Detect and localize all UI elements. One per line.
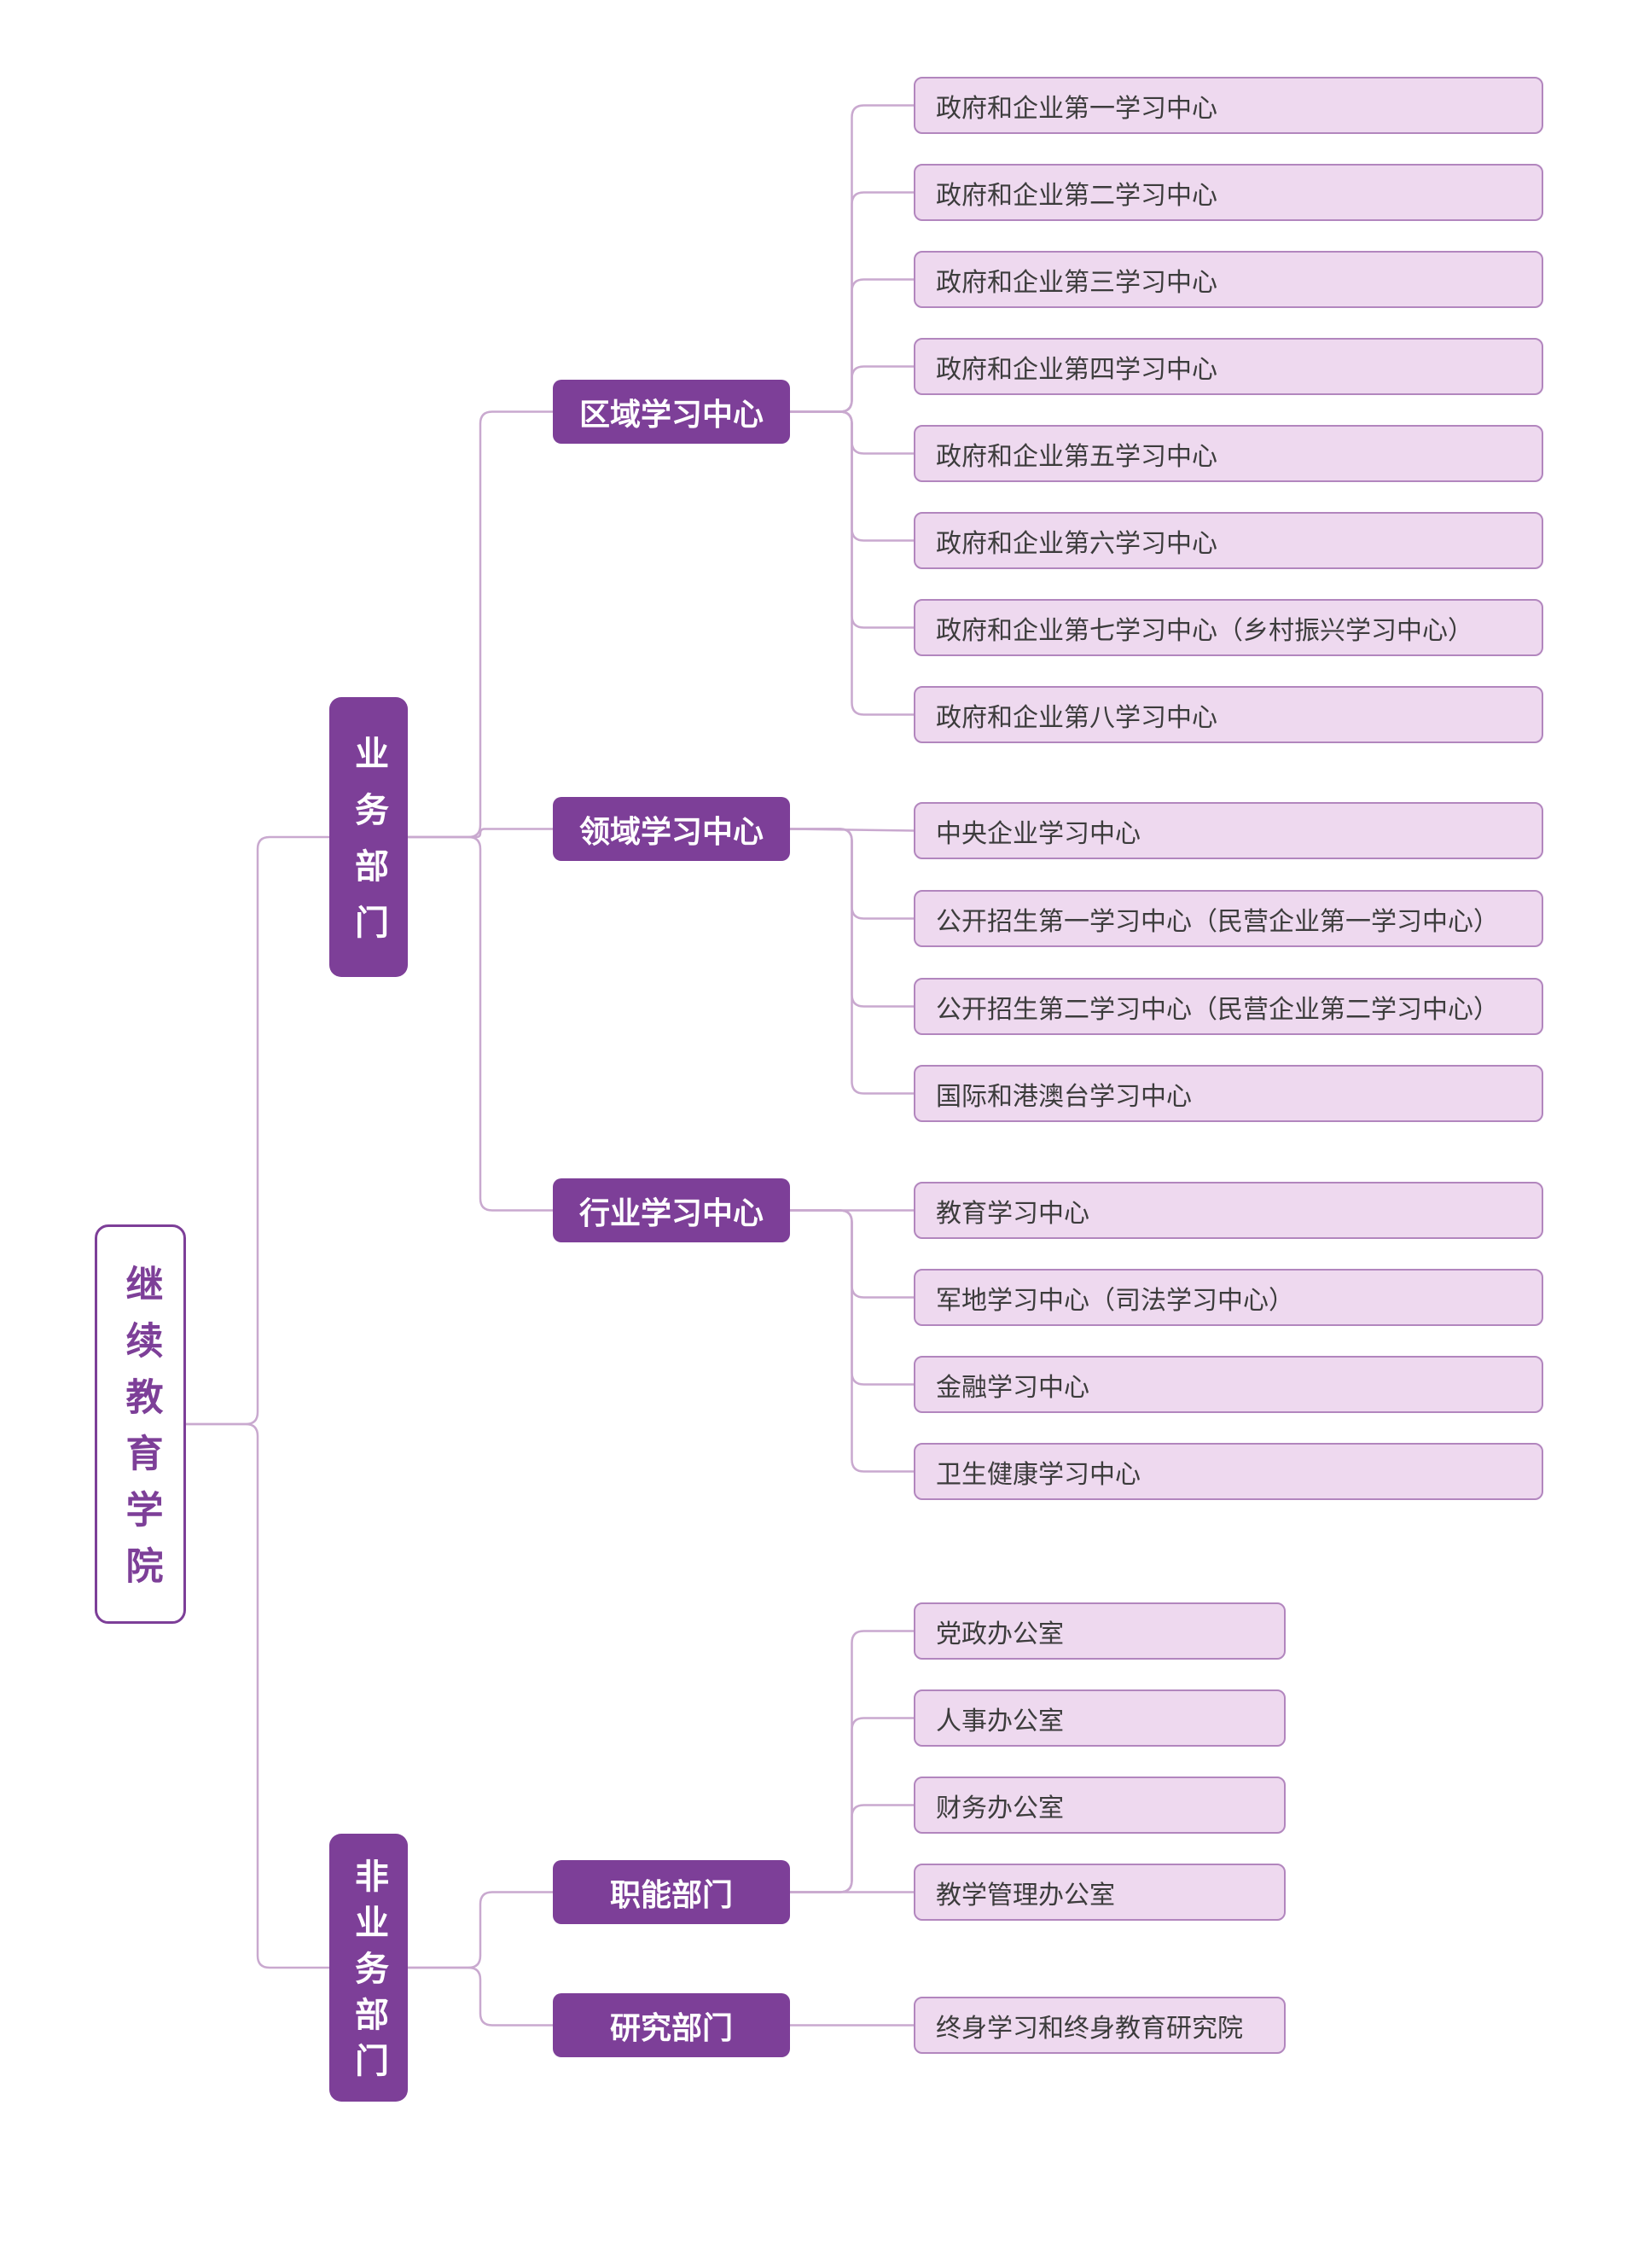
branch-nonbusiness-depts-node: 非业务部门 bbox=[329, 1834, 408, 2102]
org-leaf-node: 金融学习中心 bbox=[914, 1356, 1543, 1413]
org-leaf-node: 终身学习和终身教育研究院 bbox=[914, 1997, 1286, 2054]
org-leaf-node: 教育学习中心 bbox=[914, 1182, 1543, 1239]
org-leaf-node: 政府和企业第八学习中心 bbox=[914, 686, 1543, 743]
regional-learning-center-node: 区域学习中心 bbox=[553, 380, 790, 444]
branch-nonbusiness-depts-label: 非业务部门 bbox=[350, 1858, 387, 2089]
root-node-label: 继续教育学院 bbox=[119, 1265, 162, 1602]
org-leaf-node: 政府和企业第四学习中心 bbox=[914, 338, 1543, 395]
industry-learning-center-node: 行业学习中心 bbox=[553, 1178, 790, 1242]
branch-business-depts-node: 业务部门 bbox=[329, 697, 408, 977]
org-leaf-node: 公开招生第二学习中心（民营企业第二学习中心） bbox=[914, 978, 1543, 1035]
org-leaf-node: 政府和企业第五学习中心 bbox=[914, 425, 1543, 482]
org-leaf-node: 卫生健康学习中心 bbox=[914, 1443, 1543, 1500]
org-leaf-node: 公开招生第一学习中心（民营企业第一学习中心） bbox=[914, 890, 1543, 947]
org-leaf-node: 财务办公室 bbox=[914, 1777, 1286, 1834]
research-depts-node: 研究部门 bbox=[553, 1993, 790, 2057]
org-leaf-node: 党政办公室 bbox=[914, 1602, 1286, 1660]
org-leaf-node: 国际和港澳台学习中心 bbox=[914, 1065, 1543, 1122]
org-leaf-node: 中央企业学习中心 bbox=[914, 802, 1543, 859]
org-leaf-node: 教学管理办公室 bbox=[914, 1864, 1286, 1921]
org-leaf-node: 军地学习中心（司法学习中心） bbox=[914, 1269, 1543, 1326]
field-learning-center-node: 领域学习中心 bbox=[553, 797, 790, 861]
functional-depts-node: 职能部门 bbox=[553, 1860, 790, 1924]
branch-business-depts-label: 业务部门 bbox=[350, 736, 387, 961]
org-leaf-node: 政府和企业第三学习中心 bbox=[914, 251, 1543, 308]
org-leaf-node: 政府和企业第六学习中心 bbox=[914, 512, 1543, 569]
org-leaf-node: 政府和企业第二学习中心 bbox=[914, 164, 1543, 221]
org-leaf-node: 政府和企业第一学习中心 bbox=[914, 77, 1543, 134]
root-node-continuing-education-college: 继续教育学院 bbox=[95, 1224, 186, 1624]
org-leaf-node: 政府和企业第七学习中心（乡村振兴学习中心） bbox=[914, 599, 1543, 656]
org-leaf-node: 人事办公室 bbox=[914, 1689, 1286, 1747]
